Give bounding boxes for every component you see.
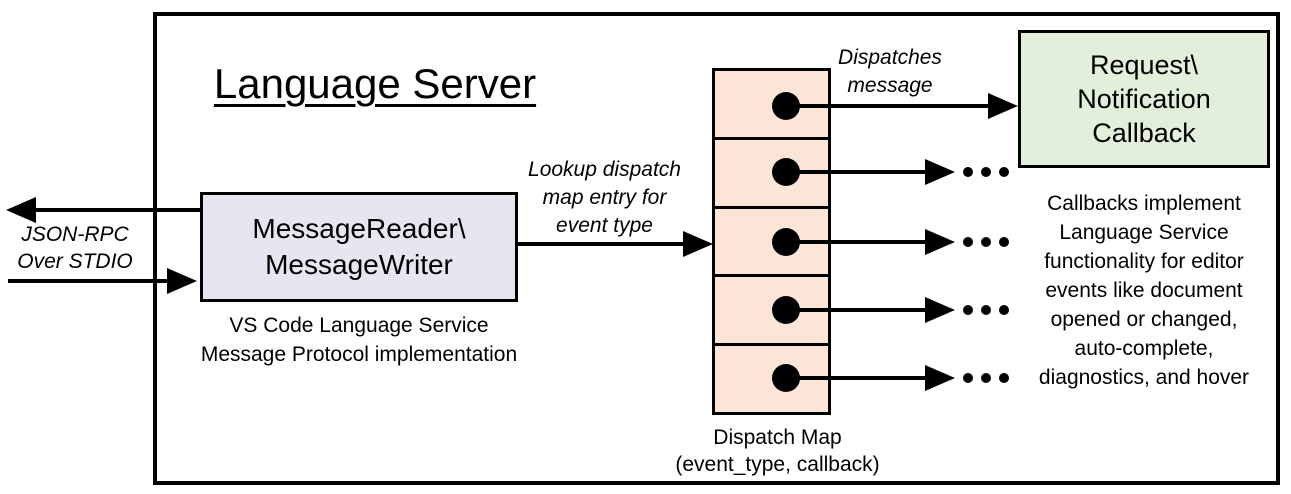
- ellipsis: [963, 305, 1009, 315]
- ellipsis-dot: [981, 167, 991, 177]
- callback-box-line3: Callback: [1092, 118, 1196, 148]
- stdio-out-arrowhead: [6, 197, 36, 223]
- message-box-caption-line2: Message Protocol implementation: [200, 343, 518, 366]
- callbacks-note: Callbacks implement Language Service fun…: [1012, 189, 1276, 392]
- ellipsis-dot: [981, 305, 991, 315]
- dispatch-arrow-line: [786, 376, 925, 380]
- lookup-label-line2: map entry for: [542, 186, 667, 209]
- stdio-in-arrowhead: [167, 268, 197, 294]
- message-box-line1: MessageReader\: [252, 213, 466, 244]
- callbacks-note-line: diagnostics, and hover: [1038, 366, 1250, 389]
- dispatch-map-caption-line2: (event_type, callback): [675, 453, 880, 476]
- message-box-line2: MessageWriter: [265, 249, 453, 280]
- callbacks-note-line: opened or changed,: [1050, 308, 1238, 331]
- message-box-caption-line1: VS Code Language Service: [229, 314, 489, 337]
- dispatch-map-cell: [715, 71, 828, 140]
- ellipsis: [963, 167, 1009, 177]
- ellipsis: [963, 373, 1009, 383]
- callbacks-note-line: functionality for editor: [1044, 250, 1244, 273]
- dispatch-arrow-line: [786, 170, 925, 174]
- ellipsis-dot: [963, 167, 973, 177]
- ellipsis-dot: [999, 305, 1009, 315]
- ellipsis-dot: [963, 237, 973, 247]
- dispatch-arrow-line: [786, 308, 925, 312]
- callback-box-line2: Notification: [1077, 84, 1211, 114]
- dispatches-label-line2: message: [847, 74, 933, 97]
- message-box-caption: VS Code Language Service Message Protoco…: [185, 311, 533, 369]
- callbacks-note-line: Callbacks implement: [1047, 192, 1241, 215]
- lookup-arrow-line: [517, 242, 683, 246]
- ellipsis-dot: [999, 237, 1009, 247]
- stdio-label-line2: Over STDIO: [17, 250, 133, 273]
- dispatch-arrowhead: [925, 365, 955, 391]
- lookup-label: Lookup dispatch map entry for event type: [517, 156, 692, 240]
- dispatch-map-caption-line1: Dispatch Map: [713, 426, 842, 449]
- lookup-arrowhead: [683, 231, 713, 257]
- stdio-out-arrow-line: [30, 208, 200, 212]
- diagram-title: Language Server: [213, 60, 537, 107]
- callbacks-note-line: auto-complete,: [1074, 337, 1214, 360]
- dispatch-arrow-line: [786, 240, 925, 244]
- ellipsis-dot: [999, 167, 1009, 177]
- dispatch-map-caption: Dispatch Map (event_type, callback): [655, 424, 900, 478]
- lookup-label-line3: event type: [556, 214, 653, 237]
- ellipsis-dot: [999, 373, 1009, 383]
- dispatch-arrowhead: [988, 93, 1018, 119]
- stdio-label: JSON-RPC Over STDIO: [15, 221, 135, 275]
- callback-box: Request\ Notification Callback: [1018, 30, 1270, 168]
- callbacks-note-line: events like document: [1045, 279, 1243, 302]
- dispatch-map-cell: [715, 277, 828, 347]
- lookup-label-line1: Lookup dispatch: [528, 158, 681, 181]
- dispatch-arrowhead: [925, 159, 955, 185]
- ellipsis-dot: [963, 373, 973, 383]
- ellipsis-dot: [981, 373, 991, 383]
- dispatch-arrowhead: [925, 297, 955, 323]
- callback-box-line1: Request\: [1089, 50, 1199, 80]
- stdio-in-arrow-line: [8, 279, 170, 283]
- ellipsis-dot: [963, 305, 973, 315]
- dispatch-arrow-line: [786, 104, 988, 108]
- dispatch-map-cell: [715, 140, 828, 209]
- ellipsis-dot: [981, 237, 991, 247]
- message-reader-writer-box: MessageReader\ MessageWriter: [200, 192, 518, 302]
- stdio-label-line1: JSON-RPC: [21, 223, 129, 246]
- language-server-box: [153, 12, 1280, 485]
- dispatches-label-line1: Dispatches: [838, 46, 942, 69]
- callbacks-note-line: Language Service: [1059, 221, 1229, 244]
- dispatches-label: Dispatches message: [815, 44, 965, 100]
- dispatch-map-cell: [715, 209, 828, 278]
- dispatch-arrowhead: [925, 229, 955, 255]
- ellipsis: [963, 237, 1009, 247]
